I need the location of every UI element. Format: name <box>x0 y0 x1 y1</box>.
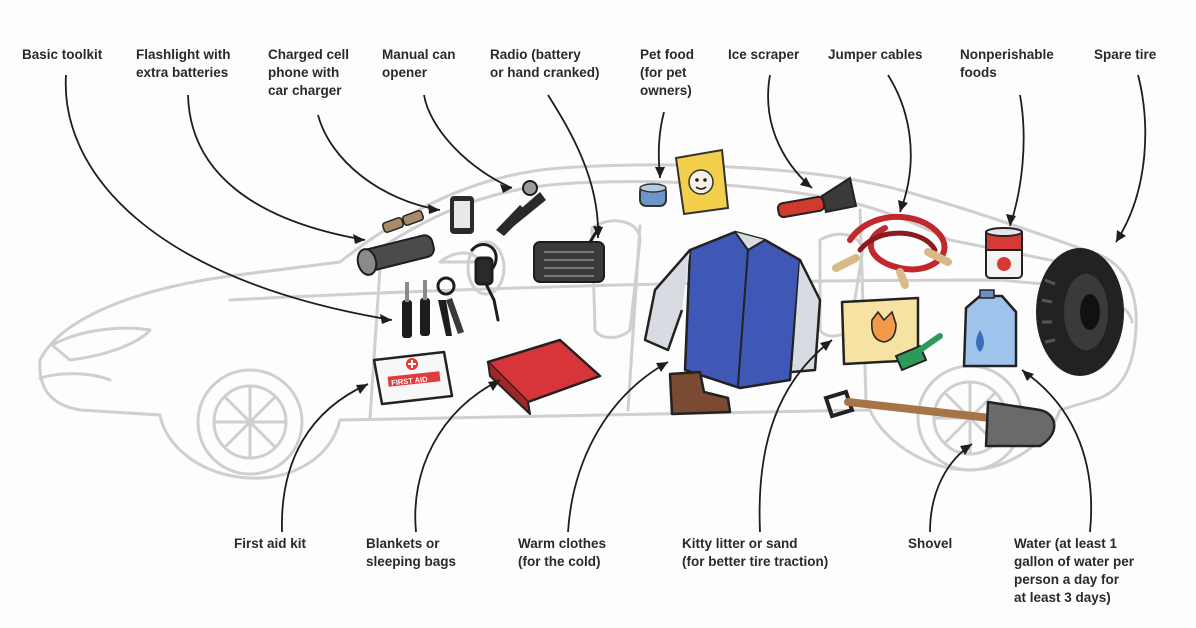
litter-scoop-icon <box>894 333 943 372</box>
food-can-icon <box>985 227 1023 279</box>
litter-box-icon <box>840 296 920 366</box>
label-jumper-cables: Jumper cables <box>828 47 923 62</box>
label-can-opener: Manual can opener <box>382 47 456 80</box>
label-kitty-litter: Kitty litter or sand (for better tire tr… <box>682 536 829 569</box>
first-aid-box-text: FIRST AID <box>391 375 429 388</box>
can-opener-icon <box>496 180 546 236</box>
label-radio: Radio (battery or hand cranked) <box>490 47 600 80</box>
ice-scraper-icon <box>776 176 858 219</box>
leader-radio <box>547 94 599 239</box>
flashlight-icon <box>356 234 435 276</box>
label-spare-tire: Spare tire <box>1094 47 1157 62</box>
leader-lines <box>64 74 1147 533</box>
leader-blankets <box>414 379 501 533</box>
label-water: Water (at least 1 gallon of water per pe… <box>1014 536 1135 605</box>
car-charger-icon <box>470 243 500 322</box>
label-flashlight: Flashlight with extra batteries <box>136 47 231 80</box>
leader-basic-toolkit <box>64 74 393 321</box>
leader-spare-tire <box>1115 74 1147 243</box>
shovel-icon <box>823 389 1056 448</box>
leader-warm-clothes <box>567 361 669 533</box>
label-blankets: Blankets or sleeping bags <box>366 536 457 569</box>
label-pet-food: Pet food (for pet owners) <box>640 47 694 98</box>
pet-food-can-icon <box>639 183 667 207</box>
label-basic-toolkit: Basic toolkit <box>22 47 103 62</box>
leader-charged-phone <box>317 114 441 211</box>
toolkit-icon <box>402 276 464 338</box>
warm-jacket-icon <box>643 230 822 390</box>
leader-kitty-litter <box>758 339 833 533</box>
batteries-icon <box>381 209 425 234</box>
leader-flashlight <box>187 94 366 241</box>
jumper-cables-icon <box>832 213 952 289</box>
leader-nonperishable-foods <box>1009 94 1025 227</box>
leader-can-opener <box>423 94 513 189</box>
leader-arrowheads <box>353 167 1126 455</box>
boot-icon <box>668 370 732 416</box>
radio-icon <box>533 225 605 283</box>
blanket-icon <box>486 338 602 415</box>
water-jug-icon <box>962 289 1018 368</box>
car-outline <box>38 163 1138 480</box>
leader-jumper-cables <box>887 74 912 213</box>
pet-food-bag-icon <box>674 148 730 216</box>
label-nonperishable-foods: Nonperishable foods <box>960 47 1054 80</box>
label-shovel: Shovel <box>908 536 953 551</box>
leader-water <box>1021 369 1093 533</box>
first-aid-kit-icon: FIRST AID <box>372 350 454 406</box>
leader-first-aid-kit <box>281 383 369 533</box>
leader-ice-scraper <box>767 74 813 189</box>
label-warm-clothes: Warm clothes (for the cold) <box>518 536 607 569</box>
phone-icon <box>450 196 474 234</box>
label-first-aid-kit: First aid kit <box>234 536 307 551</box>
label-ice-scraper: Ice scraper <box>728 47 800 62</box>
spare-tire-icon <box>1036 248 1124 376</box>
label-charged-phone: Charged cell phone with car charger <box>268 47 350 98</box>
